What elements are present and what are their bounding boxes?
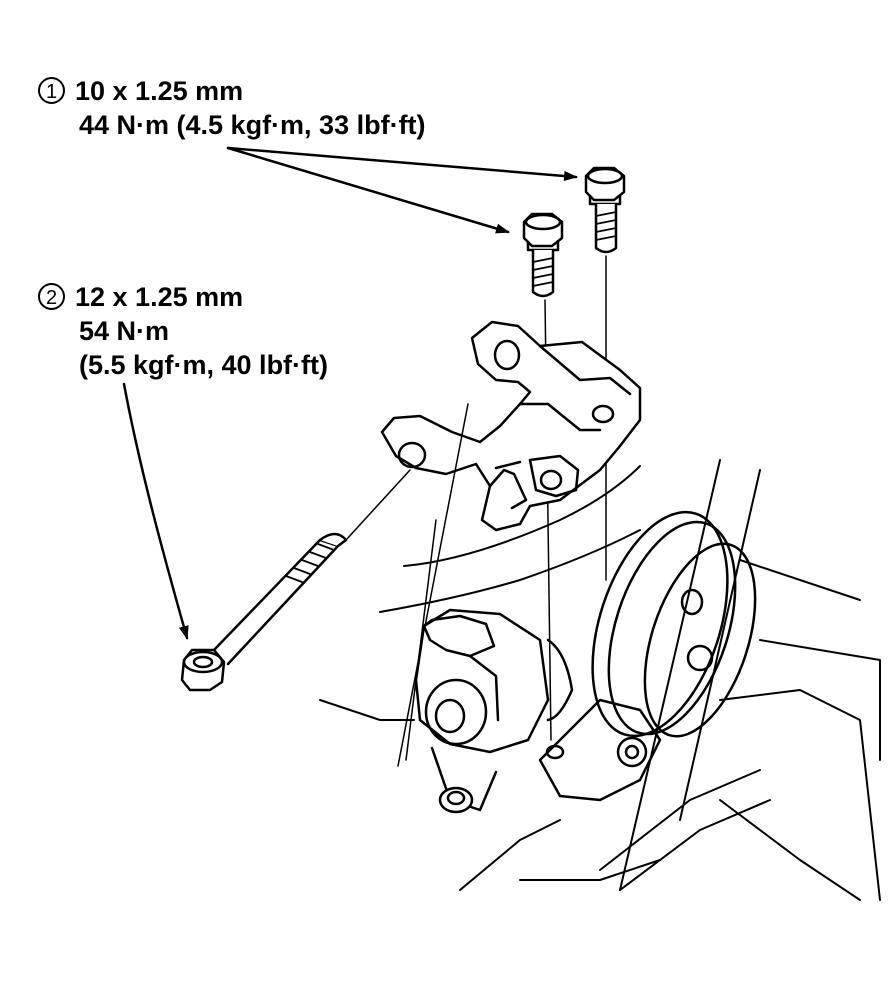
bolt-1b <box>584 166 626 254</box>
callout-2-torque-alt: (5.5 kgf·m, 40 lbf·ft) <box>79 350 329 380</box>
pulley <box>538 510 757 802</box>
callout-2-size: 12 x 1.25 mm <box>75 282 244 312</box>
callout-2-line-1: 2 12 x 1.25 mm <box>38 280 328 314</box>
callout-2-torque: 54 N·m <box>79 316 170 346</box>
callout-2-number: 2 <box>38 283 65 310</box>
belts-and-hoses <box>459 459 881 901</box>
bolt-1a <box>522 212 564 298</box>
callout-1: 1 10 x 1.25 mm 44 N·m (4.5 kgf·m, 33 lbf·… <box>38 74 426 142</box>
callout-1-line-1: 1 10 x 1.25 mm <box>38 74 426 108</box>
leader-arrow-2 <box>122 382 189 640</box>
leader-arrow-1a <box>226 146 578 181</box>
long-bolt <box>180 469 411 692</box>
callout-1-size: 10 x 1.25 mm <box>75 76 244 106</box>
callout-1-torque: 44 N·m (4.5 kgf·m, 33 lbf·ft) <box>79 110 426 140</box>
callout-1-number: 1 <box>38 77 65 104</box>
leader-arrow-1b <box>226 146 510 234</box>
mount-bracket <box>380 320 642 532</box>
lower-mount <box>414 608 574 814</box>
callout-2: 2 12 x 1.25 mm 54 N·m (5.5 kgf·m, 40 lbf·… <box>38 280 328 382</box>
